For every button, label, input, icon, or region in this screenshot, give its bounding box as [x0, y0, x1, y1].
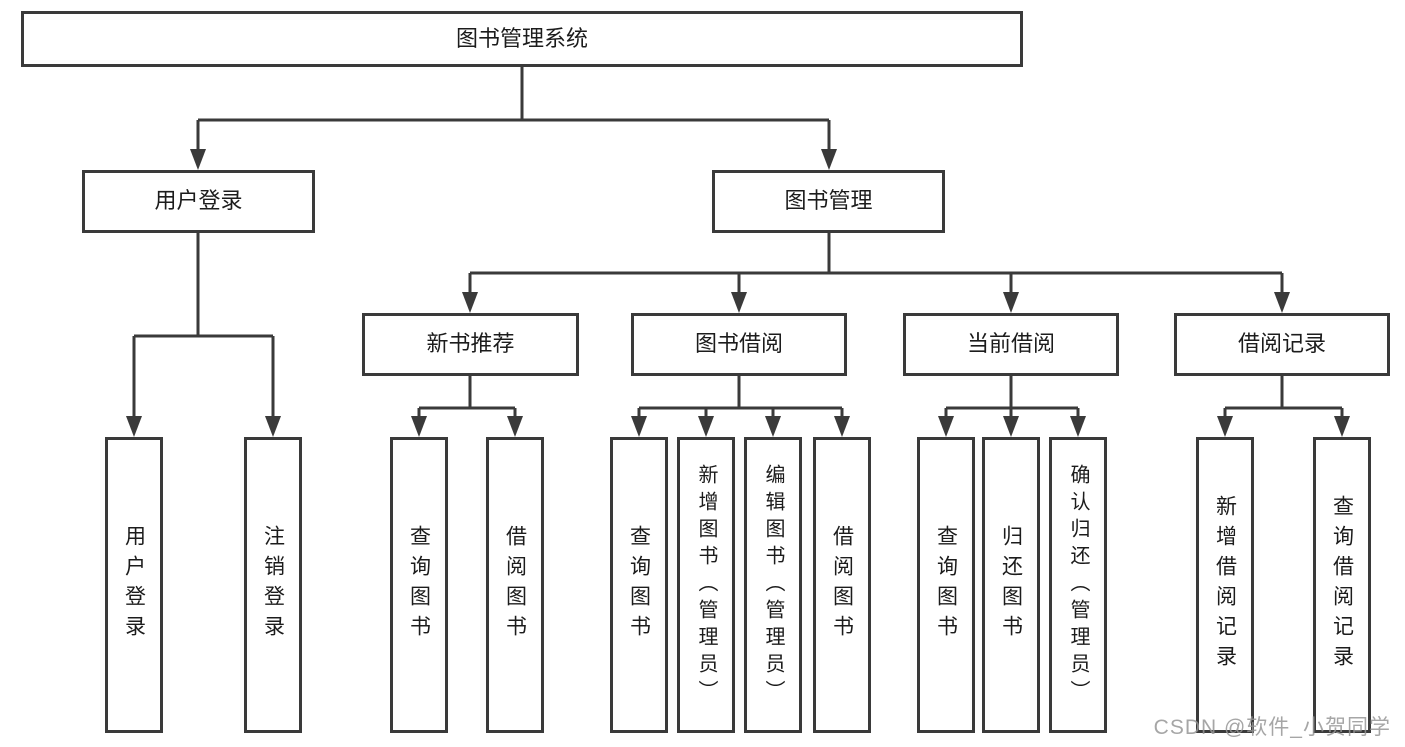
node-book-management-label: 图书管理: [784, 188, 873, 214]
arrowhead-icon: [631, 416, 647, 437]
arrowhead-icon: [1274, 292, 1290, 313]
node-book-borrow: 图书借阅: [631, 313, 847, 376]
leaf-user-login: 用户登录: [105, 437, 163, 733]
leaf-recommend-query-book-label: 查询图书: [407, 525, 431, 645]
leaf-current-return-book-label: 归还图书: [999, 525, 1023, 645]
arrowhead-icon: [1070, 416, 1086, 437]
node-current-borrow-label: 当前借阅: [966, 331, 1055, 357]
arrowhead-icon: [698, 416, 714, 437]
node-user-login: 用户登录: [82, 170, 315, 233]
leaf-recommend-borrow-book: 借阅图书: [486, 437, 544, 733]
csdn-watermark: CSDN @软件_小贺同学: [1153, 716, 1391, 739]
arrowhead-icon: [126, 416, 142, 437]
leaf-current-confirm-return-admin: 确认归还（管理员）: [1049, 437, 1107, 733]
node-root: 图书管理系统: [21, 11, 1023, 67]
leaf-user-login-label: 用户登录: [122, 525, 146, 645]
leaf-current-query-book: 查询图书: [917, 437, 975, 733]
leaf-logout-login-label: 注销登录: [261, 525, 285, 645]
node-new-book-recommend: 新书推荐: [362, 313, 579, 376]
node-user-login-label: 用户登录: [154, 188, 243, 214]
leaf-borrow-query-book-label: 查询图书: [627, 525, 651, 645]
node-current-borrow: 当前借阅: [903, 313, 1119, 376]
arrowhead-icon: [1334, 416, 1350, 437]
node-new-book-recommend-label: 新书推荐: [426, 331, 515, 357]
arrowhead-icon: [1003, 292, 1019, 313]
arrowhead-icon: [1217, 416, 1233, 437]
arrowhead-icon: [265, 416, 281, 437]
leaf-logout-login: 注销登录: [244, 437, 302, 733]
arrowhead-icon: [462, 292, 478, 313]
leaf-borrow-edit-book-admin-label: 编辑图书（管理员）: [762, 463, 784, 707]
leaf-records-add-record-label: 新增借阅记录: [1213, 495, 1237, 675]
arrowhead-icon: [821, 149, 837, 170]
arrowhead-icon: [938, 416, 954, 437]
node-borrow-records-label: 借阅记录: [1237, 331, 1326, 357]
arrowhead-icon: [765, 416, 781, 437]
leaf-recommend-borrow-book-label: 借阅图书: [503, 525, 527, 645]
leaf-borrow-edit-book-admin: 编辑图书（管理员）: [744, 437, 802, 733]
leaf-borrow-query-book: 查询图书: [610, 437, 668, 733]
node-borrow-records: 借阅记录: [1174, 313, 1390, 376]
arrowhead-icon: [190, 149, 206, 170]
arrowhead-icon: [507, 416, 523, 437]
leaf-borrow-borrow-book: 借阅图书: [813, 437, 871, 733]
leaf-records-query-record: 查询借阅记录: [1313, 437, 1371, 733]
arrowhead-icon: [834, 416, 850, 437]
node-root-label: 图书管理系统: [455, 25, 588, 51]
leaf-current-query-book-label: 查询图书: [934, 525, 958, 645]
leaf-borrow-borrow-book-label: 借阅图书: [830, 525, 854, 645]
leaf-records-add-record: 新增借阅记录: [1196, 437, 1254, 733]
leaf-records-query-record-label: 查询借阅记录: [1330, 495, 1354, 675]
arrowhead-icon: [731, 292, 747, 313]
node-book-borrow-label: 图书借阅: [694, 331, 783, 357]
leaf-current-return-book: 归还图书: [982, 437, 1040, 733]
leaf-current-confirm-return-admin-label: 确认归还（管理员）: [1067, 463, 1089, 707]
leaf-borrow-add-book-admin: 新增图书（管理员）: [677, 437, 735, 733]
node-book-management: 图书管理: [712, 170, 945, 233]
leaf-borrow-add-book-admin-label: 新增图书（管理员）: [695, 463, 717, 707]
arrowhead-icon: [1003, 416, 1019, 437]
arrowhead-icon: [411, 416, 427, 437]
leaf-recommend-query-book: 查询图书: [390, 437, 448, 733]
